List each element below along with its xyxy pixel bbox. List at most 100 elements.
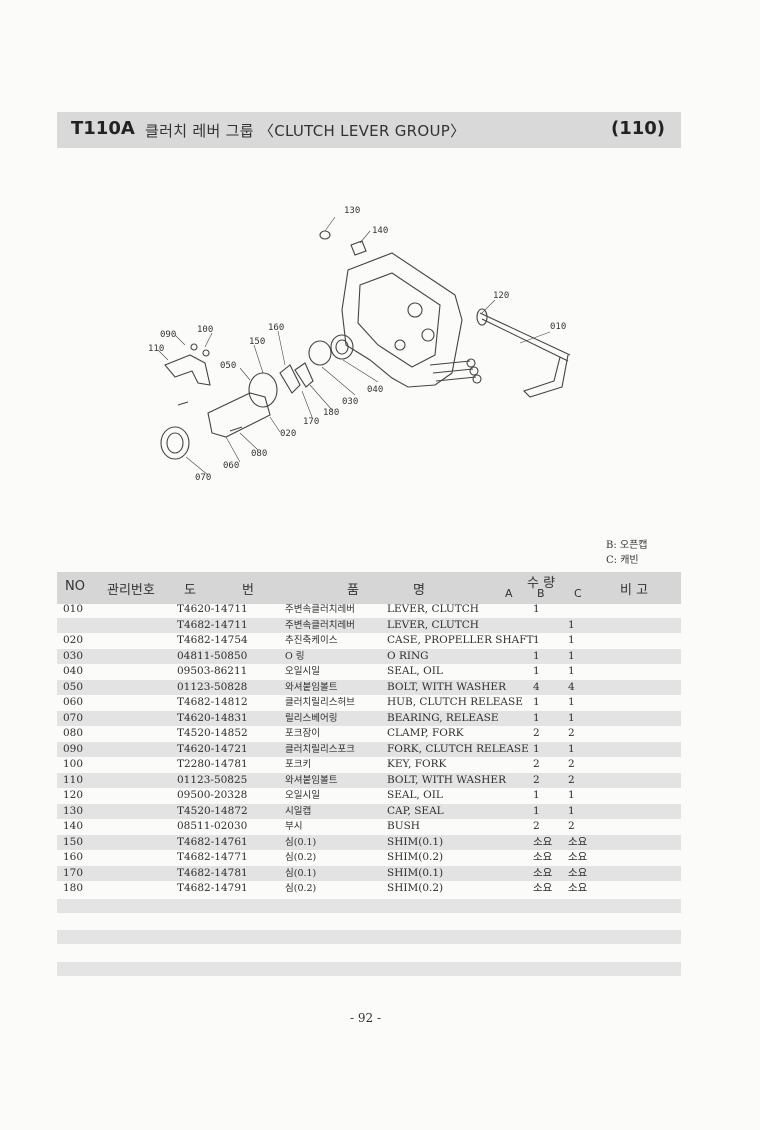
part-number: 08511-02030 [177,820,248,832]
english-name: SHIM(0.1) [387,866,444,879]
english-name: SHIM(0.2) [387,851,444,863]
qty-b: 소요 [568,882,588,894]
qty-a: 1 [533,789,540,801]
part-number: T4682-14761 [177,835,248,848]
release-hub-drawing [207,392,271,438]
qty-a: 1 [533,603,540,615]
group-code: T110A [71,118,135,139]
legend-c: C: 캐빈 [606,555,639,566]
part-number: T4520-14872 [177,804,248,817]
qty-a: 1 [533,804,540,817]
korean-name: 릴리스베어링 [285,712,338,724]
korean-name: 포크잠이 [285,728,320,739]
part-number: T4682-14791 [177,882,248,894]
korean-name: 주변속클러치레버 [285,604,355,615]
korean-name: 클러치릴리스허브 [285,697,355,708]
english-name: CASE, PROPELLER SHAFT [387,634,534,646]
col-b: B [537,587,545,600]
english-name: LEVER, CLUTCH [387,603,479,615]
english-name: KEY, FORK [387,758,447,770]
english-name: BEARING, RELEASE [387,711,499,724]
row-number: 120 [63,789,84,801]
qty-b: 1 [568,649,575,662]
english-name: BUSH [387,820,420,832]
part-number: T4620-14711 [177,603,248,615]
col-qty: 수 량 [527,576,556,591]
english-name: SHIM(0.1) [387,835,444,848]
korean-name: 오일시일 [285,666,320,677]
korean-name: 추진축케이스 [285,635,338,646]
part-number: T2280-14781 [177,758,248,770]
qty-b: 소요 [568,866,588,879]
col-no: NO [65,579,85,594]
callout-040: 040 [367,385,383,395]
korean-name: 부시 [285,821,303,832]
qty-b: 2 [568,727,575,739]
callout-120: 120 [493,291,509,301]
release-fork-drawing [164,354,211,386]
qty-b: 소요 [568,835,588,848]
korean-name: 와셔붙임볼트 [285,774,338,786]
row-number: 110 [63,773,84,786]
english-name: SEAL, OIL [387,665,443,677]
english-name: BOLT, WITH WASHER [387,773,506,786]
exploded-parts-diagram: 130 140 120 010 090 100 160 110 150 050 … [148,206,571,483]
qty-b: 1 [568,804,575,817]
group-page-ref: (110) [610,118,665,139]
col-myeong: 명 [413,583,425,598]
row-number: 030 [63,649,84,662]
callout-080: 080 [251,449,267,459]
col-c: C [574,587,582,600]
qty-b: 1 [568,696,575,708]
table-header: NO 관리번호 도 번 품 명 수 량 A B C 비 고 [57,572,681,604]
row-number: 070 [63,711,84,724]
col-mgmt: 관리번호 [107,583,155,598]
callout-180: 180 [323,408,339,418]
callout-110: 110 [148,344,164,354]
korean-name: 시일캡 [285,805,312,817]
qty-a: 2 [533,758,540,770]
english-name: SHIM(0.2) [387,882,444,894]
callout-030: 030 [342,397,358,407]
qty-a: 소요 [533,866,553,879]
qty-a: 2 [533,727,540,739]
qty-b: 4 [568,680,575,693]
model-legend: B: 오픈캡 C: 캐빈 [606,538,648,568]
callout-070: 070 [195,473,211,483]
qty-a: 2 [533,773,540,786]
row-number: 140 [63,820,84,832]
part-number: 04811-50850 [177,649,248,662]
qty-b: 1 [568,634,575,646]
empty-row [57,899,681,913]
qty-a: 1 [533,665,540,677]
qty-a: 1 [533,696,540,708]
row-number: 050 [63,680,84,693]
english-name: FORK, CLUTCH RELEASE [387,742,529,755]
qty-b: 2 [568,758,575,770]
part-number: 09503-86211 [177,665,248,677]
qty-a: 소요 [533,835,553,848]
qty-b: 1 [568,711,575,724]
section-header: T110A 클러치 레버 그룹 〈CLUTCH LEVER GROUP〉 (11… [57,112,681,148]
row-number: 090 [63,742,84,755]
qty-b: 1 [568,789,575,801]
callout-150: 150 [249,337,265,347]
qty-a: 소요 [533,882,553,894]
legend-b: B: 오픈캡 [606,540,648,551]
row-number: 060 [63,696,84,708]
part-number: T4682-14754 [177,634,248,646]
qty-a: 1 [533,649,540,662]
callout-140: 140 [372,226,388,236]
page-number: - 92 - [350,1011,382,1025]
col-beon: 번 [242,583,254,598]
